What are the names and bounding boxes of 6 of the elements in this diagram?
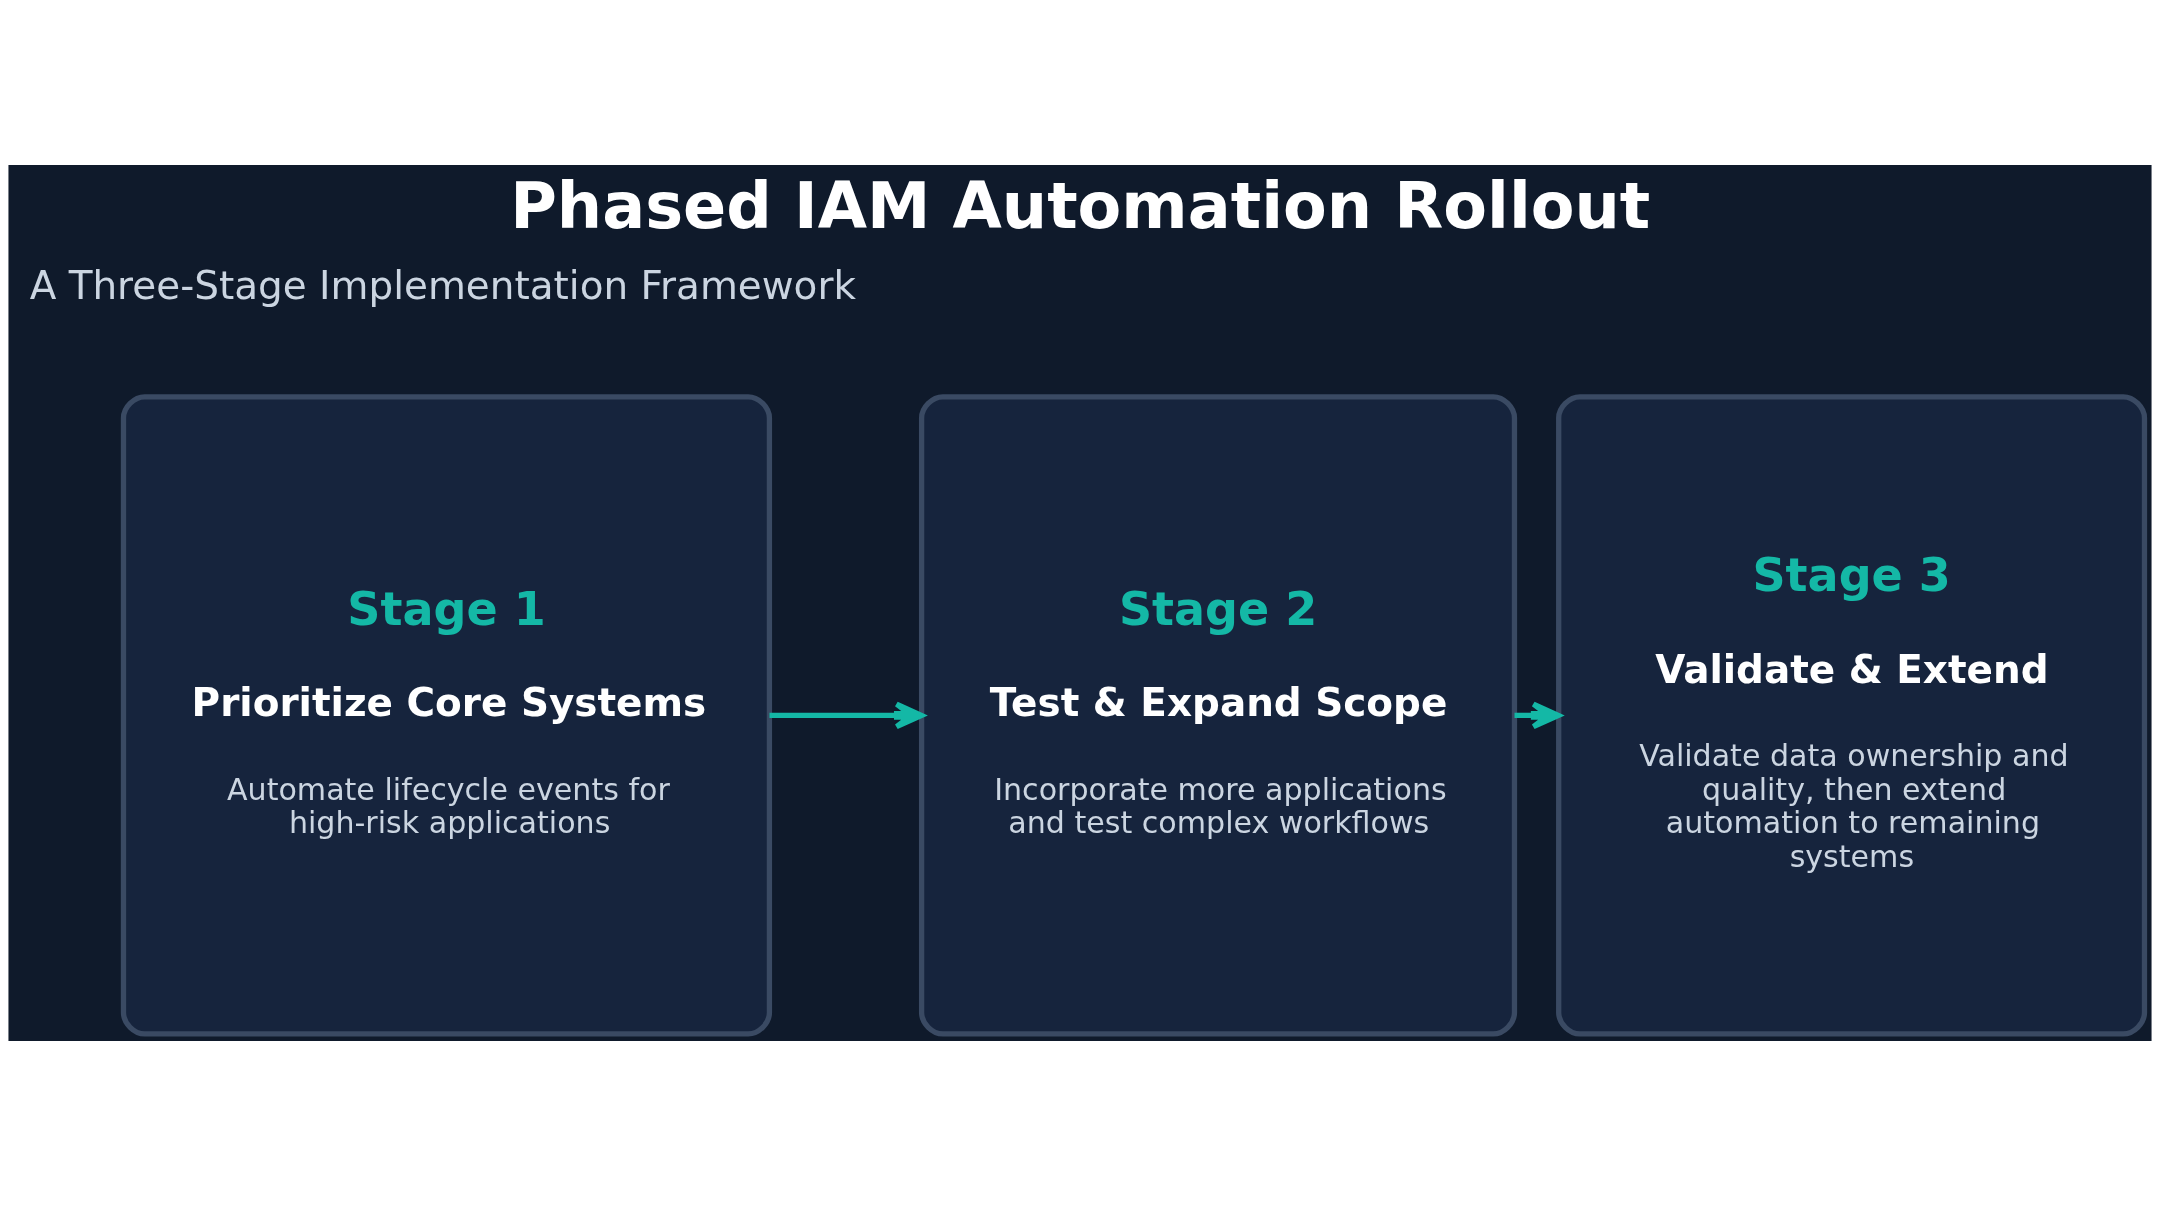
label: A Three-Stage Implementation Framework xyxy=(29,262,856,308)
node-box: Stage 2 Test & Expand Scope Incorporate more applications and test complex workflows xyxy=(918,394,1518,1037)
node-box: Stage 3 Validate & Extend Validate data ownership and quality, then extend automation to remaining systems xyxy=(1556,394,2148,1037)
diagram-title: Phased IAM Automation Rollout xyxy=(510,169,1651,244)
arrow xyxy=(769,701,925,730)
node-box: Stage 1 Prioritize Core Systems Automate lifecycle events for high-risk applications xyxy=(120,394,773,1037)
